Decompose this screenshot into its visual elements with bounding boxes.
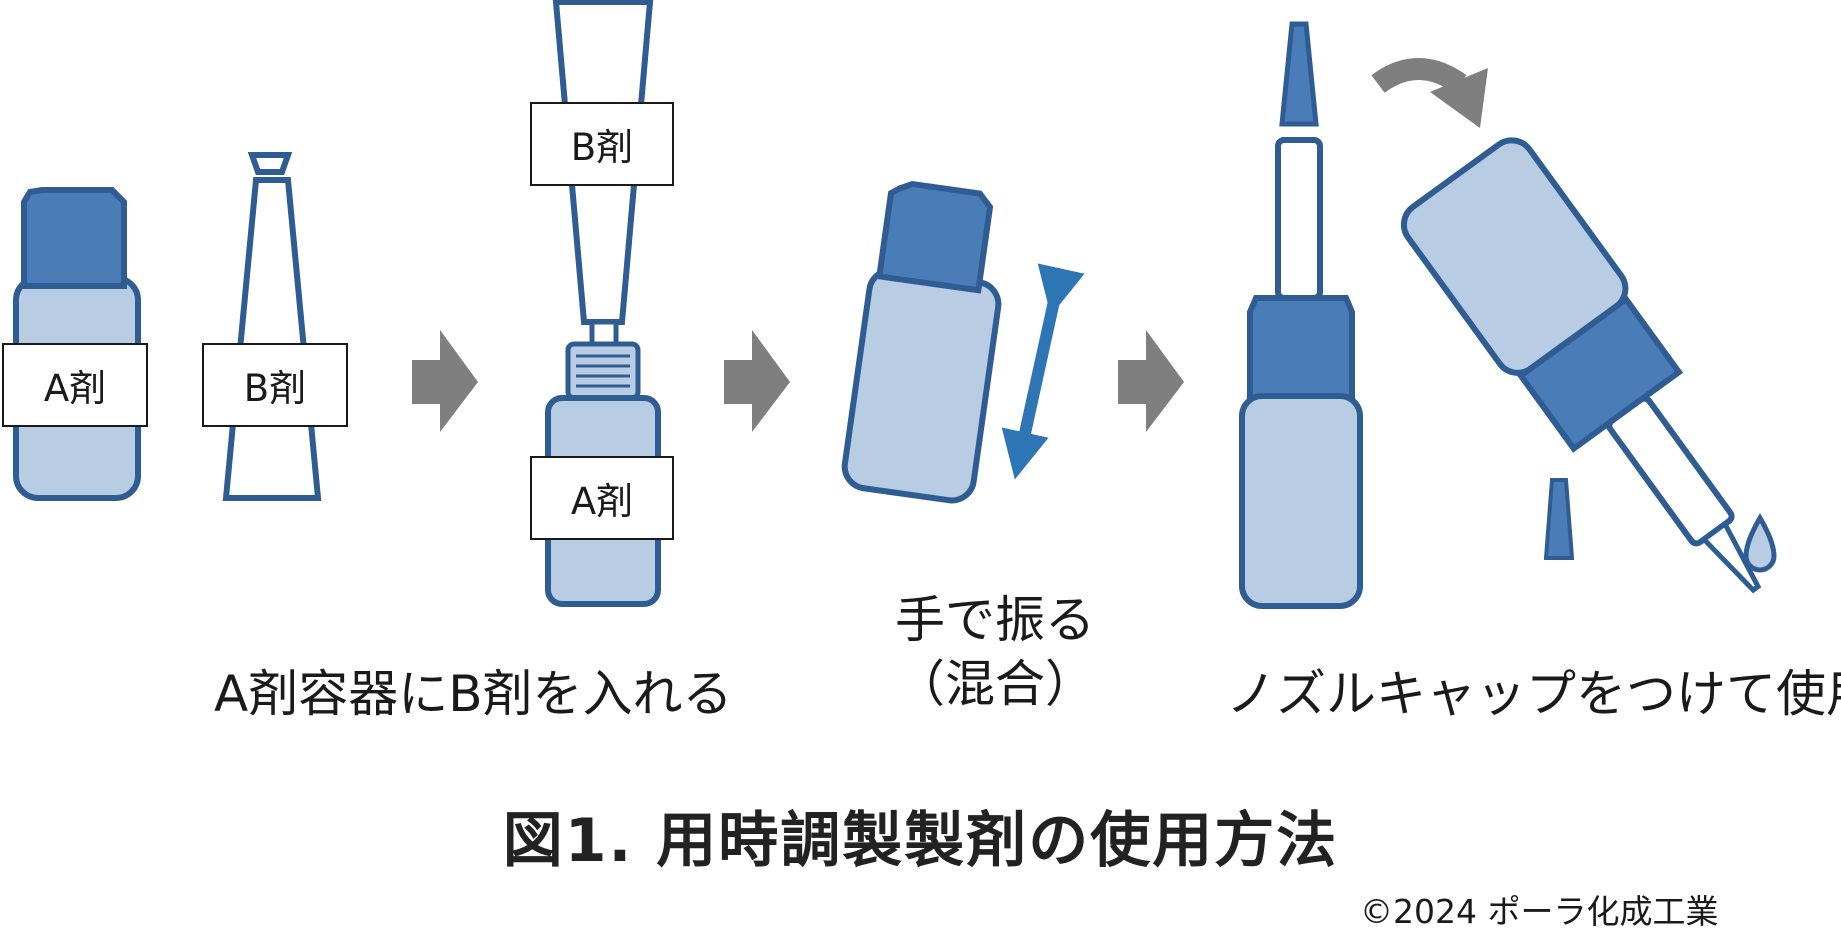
dispensing-bottle-icon	[1400, 137, 1762, 594]
label-agent-a-step1: A剤	[2, 343, 148, 427]
droplet-icon	[1743, 513, 1777, 573]
shaking-bottle-icon	[841, 181, 1002, 504]
step-arrow-3-icon	[1118, 330, 1184, 432]
step-arrow-2-icon	[724, 330, 790, 432]
tube-b-icon	[222, 152, 322, 501]
removed-cap-icon	[1543, 478, 1575, 560]
label-agent-b-tube: B剤	[530, 102, 674, 186]
label-agent-b-step1: B剤	[202, 343, 348, 427]
nozzle-bottle-icon	[1239, 21, 1363, 609]
step3-caption: ノズルキャップをつけて使用	[1226, 665, 1841, 723]
label-agent-a-bottle: A剤	[530, 456, 674, 540]
step-arrow-1-icon	[412, 330, 478, 432]
shake-arrow-icon	[1001, 263, 1085, 480]
figure-title: 図1. 用時調製製剤の使用方法	[502, 806, 1339, 876]
step1-caption: A剤容器にB剤を入れる	[214, 665, 733, 723]
copyright-notice: ©2024 ポーラ化成工業	[1360, 892, 1719, 931]
curved-arrow-icon	[1371, 58, 1488, 128]
step2-caption-line1: 手で振る	[895, 591, 1095, 649]
step2-caption-line2: （混合）	[895, 655, 1095, 713]
